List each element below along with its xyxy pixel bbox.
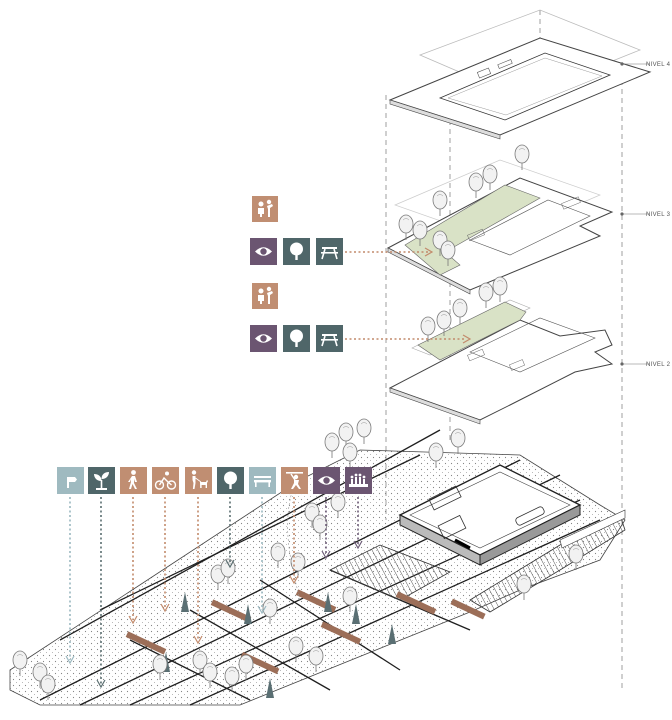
level-2-label: NIVEL 2 xyxy=(646,362,671,368)
amphitheater-icon xyxy=(345,467,372,494)
viewpoint-eye-icon xyxy=(313,467,340,494)
sign-icon xyxy=(57,467,84,494)
level-3-icons xyxy=(250,196,343,265)
level-3-label: NIVEL 3 xyxy=(646,212,671,218)
family-play-icon xyxy=(252,196,278,222)
picnic-table-icon xyxy=(316,238,343,265)
level-4-plate xyxy=(388,9,652,140)
level-3-plate xyxy=(386,144,650,295)
arrows xyxy=(69,247,472,684)
picnic-table-icon xyxy=(316,325,343,352)
building-block xyxy=(398,464,582,566)
level-2-plate xyxy=(388,276,650,425)
dog-walk-icon xyxy=(185,467,212,494)
exercise-icon xyxy=(281,467,308,494)
pedestrian-icon xyxy=(120,467,147,494)
seedling-icon xyxy=(88,467,115,494)
cyclist-icon xyxy=(152,467,179,494)
tree-icon xyxy=(217,467,244,494)
level-2-icons xyxy=(250,283,343,352)
viewpoint-eye-icon xyxy=(250,325,277,352)
ground-level-park xyxy=(9,418,626,706)
bench-icon xyxy=(249,467,276,494)
family-play-icon xyxy=(252,283,278,309)
ground-icons xyxy=(57,467,372,494)
tree-icon xyxy=(283,238,310,265)
viewpoint-eye-icon xyxy=(250,238,277,265)
level-4-label: NIVEL 4 xyxy=(646,62,671,68)
arrow-heads xyxy=(65,540,363,689)
tree-icon xyxy=(283,325,310,352)
